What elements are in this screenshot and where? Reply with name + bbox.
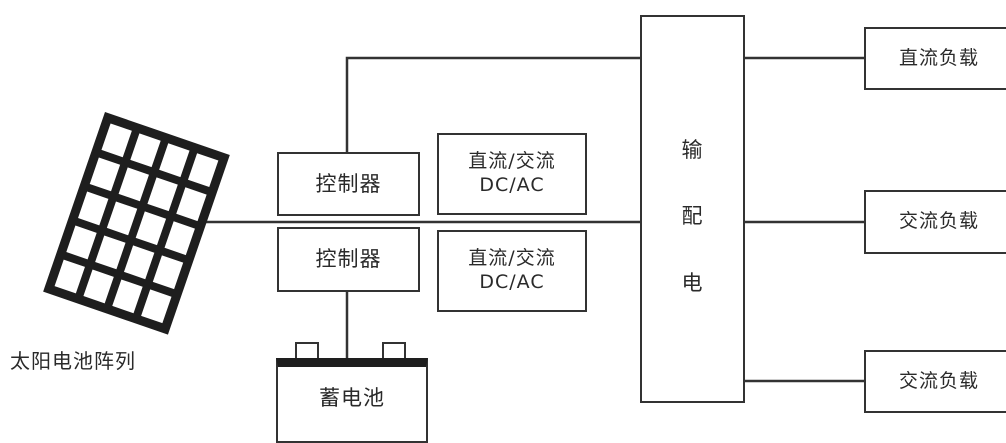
inverter-box-top: 直流/交流 DC/AC (437, 133, 587, 215)
solar-cell (95, 235, 126, 270)
solar-cell (101, 123, 132, 158)
load-box-ac-1: 交流负载 (864, 190, 1006, 254)
inverter-label-line1: 直流/交流 (468, 150, 556, 173)
solar-cell (54, 259, 85, 294)
solar-cell (130, 133, 161, 168)
solar-cell (164, 221, 195, 256)
load-label: 交流负载 (898, 210, 979, 233)
load-label: 直流负载 (898, 46, 979, 69)
diagram-canvas (43, 56, 864, 383)
controller-box-bottom: 控制器 (277, 227, 420, 292)
solar-cell (135, 211, 167, 246)
inverter-label-line2: DC/AC (479, 271, 545, 293)
distribution-box: 输 配 电 (640, 15, 745, 403)
solar-cell (159, 143, 190, 178)
solar-array-caption: 太阳电池阵列 (10, 349, 136, 373)
solar-cell (83, 269, 114, 304)
load-box-ac-2: 交流负载 (864, 350, 1006, 413)
load-box-dc: 直流负载 (864, 27, 1006, 90)
distribution-char-1: 输 (681, 138, 704, 162)
connector-lines (188, 56, 864, 383)
solar-cell (147, 177, 178, 212)
inverter-box-bottom: 直流/交流 DC/AC (437, 230, 587, 312)
solar-cell (187, 153, 219, 188)
solar-cell (118, 167, 149, 202)
controller-label: 控制器 (315, 171, 382, 196)
solar-cell (112, 279, 143, 314)
solar-cell (66, 225, 97, 260)
controller-box-top: 控制器 (277, 152, 420, 216)
load-label: 交流负载 (898, 369, 979, 392)
solar-cell (141, 289, 172, 324)
solar-cell (78, 191, 109, 226)
distribution-char-2: 配 (681, 204, 704, 229)
solar-panel-icon (43, 112, 230, 335)
controller-label: 控制器 (315, 247, 382, 272)
inverter-label-line1: 直流/交流 (468, 247, 556, 270)
solar-cell (89, 157, 121, 192)
solar-cell (176, 187, 207, 222)
battery-label: 蓄电池 (319, 385, 385, 410)
solar-cell (152, 255, 184, 290)
inverter-label-line2: DC/AC (479, 174, 545, 196)
solar-cell (123, 245, 155, 280)
distribution-char-3: 电 (681, 270, 704, 295)
solar-cell (106, 201, 138, 236)
battery-box: 蓄电池 (276, 358, 428, 443)
